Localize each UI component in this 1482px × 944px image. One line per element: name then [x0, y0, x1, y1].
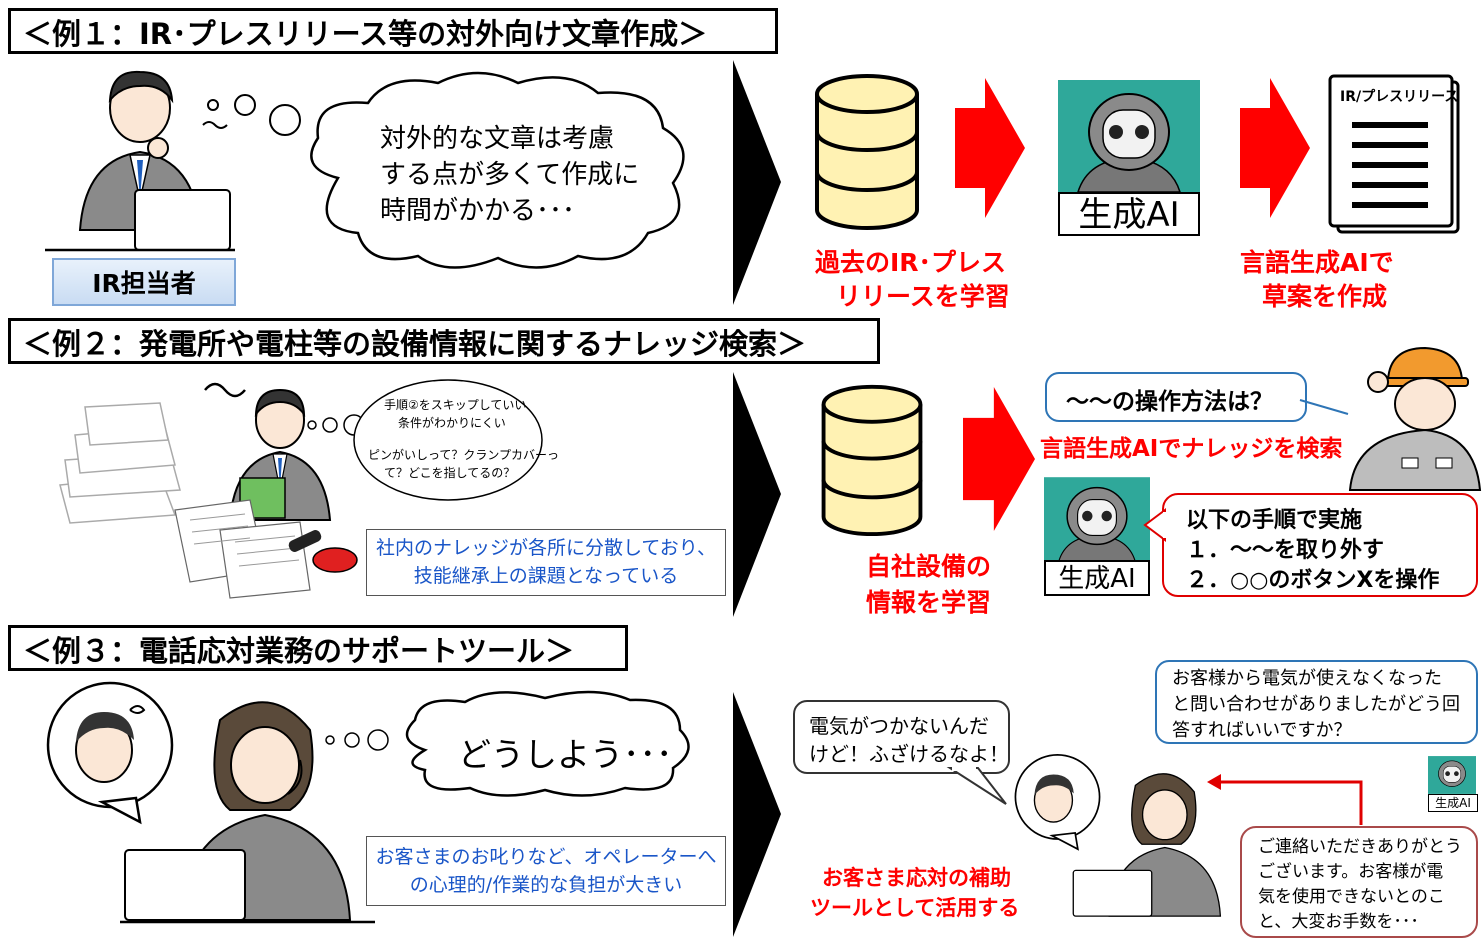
- issue-note-line-2: 技能継承上の課題となっている: [413, 565, 679, 587]
- reply-line-1: ご連絡いただきありがとう: [1258, 837, 1462, 857]
- reply-line-2: ございます。お客様が電: [1258, 862, 1444, 882]
- thought-line-3: 時間がかかる･･･: [380, 196, 576, 226]
- document-title: IR/プレスリリース: [1340, 89, 1459, 105]
- worry-line-2: 条件がわかりにくい: [398, 416, 506, 430]
- robot-ai-icon: [1058, 80, 1200, 193]
- red-arrow-icon: [955, 78, 1025, 218]
- chevron-arrow-2: [733, 372, 781, 617]
- question-text: ～～の操作方法は？: [1066, 389, 1273, 415]
- burden-note-line-2: の心理的/作業的な負担が大きい: [409, 874, 683, 896]
- red-arrow-icon: [963, 387, 1035, 531]
- worried-worker-illustration: [204, 382, 332, 521]
- paper-pile-illustration: [59, 402, 181, 524]
- red-arrow-icon: [1240, 78, 1310, 218]
- query-line-3: 答すればいいですか？: [1172, 720, 1352, 741]
- issue-note: 社内のナレッジが各所に分散しており、 技能継承上の課題となっている: [366, 529, 726, 596]
- robot-ai-icon: [1428, 756, 1476, 794]
- customer-line-2: けど！ふざけるなよ！: [809, 742, 1009, 766]
- example1-header: ＜例１：IR･プレスリリース等の対外向け文章作成＞: [8, 8, 778, 54]
- issue-note-line-1: 社内のナレッジが各所に分散しており、: [375, 537, 717, 559]
- search-caption: 言語生成AIでナレッジを検索: [1040, 436, 1343, 462]
- db2-caption-1: 自社設備の: [866, 552, 992, 581]
- answer-bubble: [1162, 493, 1478, 597]
- answer-line-2: １．～～を取り外す: [1186, 538, 1385, 563]
- reply-line-4: と、大変お手数を･･･: [1258, 912, 1419, 932]
- thought-ellipse: [353, 379, 543, 501]
- field-worker-illustration: [1348, 346, 1482, 491]
- thought-dots: [202, 94, 301, 136]
- query-line-2: と問い合わせがありましたがどう回: [1172, 694, 1460, 715]
- robot-ai-icon: [1044, 477, 1150, 562]
- bubble-tail: [946, 767, 1007, 805]
- example2-header: ＜例２：発電所や電柱等の設備情報に関するナレッジ検索＞: [8, 318, 880, 364]
- worry-line-4: ピンがいしって？クランプカバーっ: [368, 448, 560, 462]
- operator-illustration: [120, 701, 375, 924]
- thought-line-1: 対外的な文章は考慮: [380, 124, 615, 154]
- office-worker-illustration: [45, 70, 235, 252]
- worry-line-1: 手順②をスキップしていい: [384, 398, 527, 412]
- thought-dots: [325, 729, 389, 751]
- documents-scattered-illustration: [174, 499, 358, 599]
- ai-reply-bubble: [1240, 826, 1478, 938]
- customer-bubble: [793, 700, 1010, 774]
- angry-customer-illustration: [46, 681, 174, 825]
- example3-header: ＜例３：電話応対業務のサポートツール＞: [8, 625, 628, 671]
- chevron-arrow-3: [733, 692, 781, 937]
- result-caption-2: 草案を作成: [1262, 282, 1388, 311]
- ai-label: 生成AI: [1058, 192, 1200, 236]
- answer-line-1: 以下の手順で実施: [1186, 508, 1363, 533]
- operator-thought: どうしよう･･･: [458, 735, 673, 774]
- query-line-1: お客様から電気が使えなくなった: [1172, 668, 1442, 689]
- ai-to-operator-arrow: [1207, 774, 1363, 825]
- worry-line-5: て？どこを指してるの？: [384, 466, 516, 480]
- operator-query-bubble: [1155, 660, 1478, 744]
- ai-label: 生成AI: [1428, 794, 1478, 812]
- reply-line-3: 気を使用できないとのこ: [1258, 887, 1445, 907]
- support-caption-1: お客さま応対の補助: [822, 866, 1011, 890]
- angry-customer-small-illustration: [1014, 753, 1101, 851]
- burden-note-line-1: お客さまのお叱りなど、オペレーターへ: [375, 846, 717, 868]
- database-icon: [821, 384, 923, 537]
- operator-small-illustration: [1072, 773, 1222, 917]
- result-caption-1: 言語生成AIで: [1240, 248, 1394, 277]
- burden-note: お客さまのお叱りなど、オペレーターへ の心理的/作業的な負担が大きい: [366, 836, 726, 906]
- bubble-tail: [1143, 508, 1167, 542]
- support-caption-2: ツールとして活用する: [810, 896, 1020, 920]
- db-caption-2: リリースを学習: [836, 282, 1010, 311]
- role-label: IR担当者: [52, 258, 236, 306]
- customer-line-1: 電気がつかないんだ: [809, 714, 989, 738]
- answer-line-3: ２．○○のボタンXを操作: [1186, 568, 1440, 593]
- ai-label: 生成AI: [1044, 560, 1150, 596]
- chevron-arrow-1: [733, 60, 781, 305]
- bubble-tail: [1299, 399, 1349, 415]
- database-icon: [815, 74, 919, 230]
- thought-cloud: [405, 690, 690, 797]
- db2-caption-2: 情報を学習: [866, 588, 992, 617]
- db-caption-1: 過去のIR･プレス: [815, 248, 1007, 277]
- document-icon: [1328, 74, 1460, 234]
- thought-line-2: する点が多くて作成に: [380, 160, 640, 190]
- question-bubble: [1045, 372, 1307, 422]
- thought-cloud: [310, 71, 685, 269]
